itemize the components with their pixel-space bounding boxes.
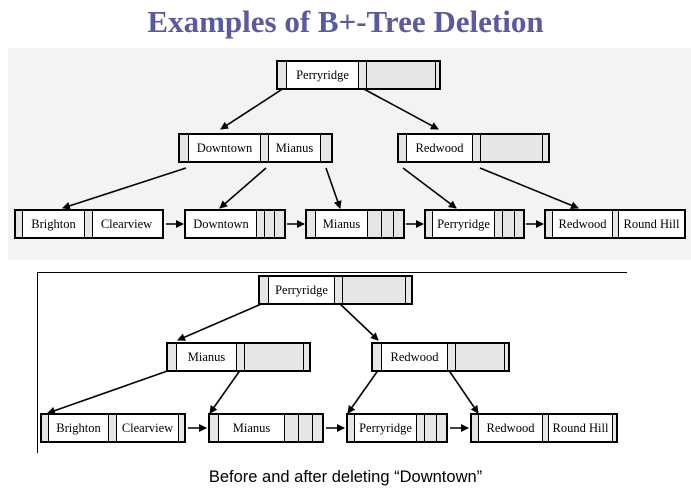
pointer-internal-to-leaf-redwood <box>447 368 479 414</box>
before-leaf-mianus: Mianus <box>305 209 405 239</box>
after-internal-node-right: Redwood <box>371 342 510 372</box>
node-key: Perryridge <box>268 277 334 303</box>
node-key: Redwood <box>406 135 472 161</box>
node-key: Perryridge <box>432 211 494 237</box>
figure-caption: Before and after deleting “Downtown” <box>208 468 483 486</box>
before-leaf-brighton-clearview: Brighton Clearview <box>14 209 164 239</box>
node-key: Brighton <box>48 415 108 441</box>
pointer-root-to-right <box>337 301 379 341</box>
pointer-internal-to-leaf-mianus <box>209 368 242 414</box>
pointer-internal-to-leaf-brighton <box>62 167 187 210</box>
node-key: Redwood <box>478 415 542 441</box>
after-leaf-mianus: Mianus <box>208 413 324 443</box>
node-key: Mianus <box>218 415 284 441</box>
slide-title: Examples of B+-Tree Deletion <box>147 4 544 39</box>
node-key: Perryridge <box>354 415 416 441</box>
before-internal-node-left: Downtown Mianus <box>178 133 333 163</box>
before-deletion-tree: Perryridge Downtown Mianus Redwood Brigh… <box>8 48 691 260</box>
node-key: Brighton <box>22 211 84 237</box>
after-leaf-brighton-clearview: Brighton Clearview <box>40 413 186 443</box>
before-leaf-perryridge: Perryridge <box>424 209 525 239</box>
pointer-internal-to-leaf-perryridge <box>402 167 457 209</box>
pointer-internal-to-leaf-brighton <box>47 368 174 415</box>
after-leaf-redwood-roundhill: Redwood Round Hill <box>470 413 618 443</box>
node-key: Mianus <box>268 135 320 161</box>
pointer-internal-to-leaf-perryridge <box>347 368 380 414</box>
node-key: Clearview <box>116 415 178 441</box>
node-key: Perryridge <box>286 62 358 88</box>
after-internal-node-left: Mianus <box>166 342 311 372</box>
pointer-internal-to-leaf-mianus <box>325 167 342 209</box>
pointer-root-to-left <box>177 301 267 341</box>
node-key: Round Hill <box>548 415 612 441</box>
after-leaf-perryridge: Perryridge <box>346 413 448 443</box>
after-deletion-tree: Perryridge Mianus Redwood Brighton Clear… <box>37 272 627 453</box>
before-leaf-downtown: Downtown <box>184 209 286 239</box>
node-key: Round Hill <box>618 211 684 237</box>
node-key: Clearview <box>92 211 160 237</box>
pointer-internal-to-leaf-redwood <box>479 167 579 210</box>
node-key: Redwood <box>381 344 447 370</box>
node-key: Redwood <box>552 211 612 237</box>
pointer-root-to-left <box>220 87 285 130</box>
node-key: Downtown <box>186 211 256 237</box>
pointer-root-to-right <box>361 87 439 130</box>
before-leaf-redwood-roundhill: Redwood Round Hill <box>544 209 686 239</box>
before-root-node: Perryridge <box>276 60 441 90</box>
pointer-internal-to-leaf-downtown <box>219 167 267 209</box>
node-key: Downtown <box>188 135 260 161</box>
before-internal-node-right: Redwood <box>397 133 550 163</box>
node-key: Mianus <box>315 211 367 237</box>
node-key: Mianus <box>176 344 236 370</box>
after-root-node: Perryridge <box>258 275 413 305</box>
